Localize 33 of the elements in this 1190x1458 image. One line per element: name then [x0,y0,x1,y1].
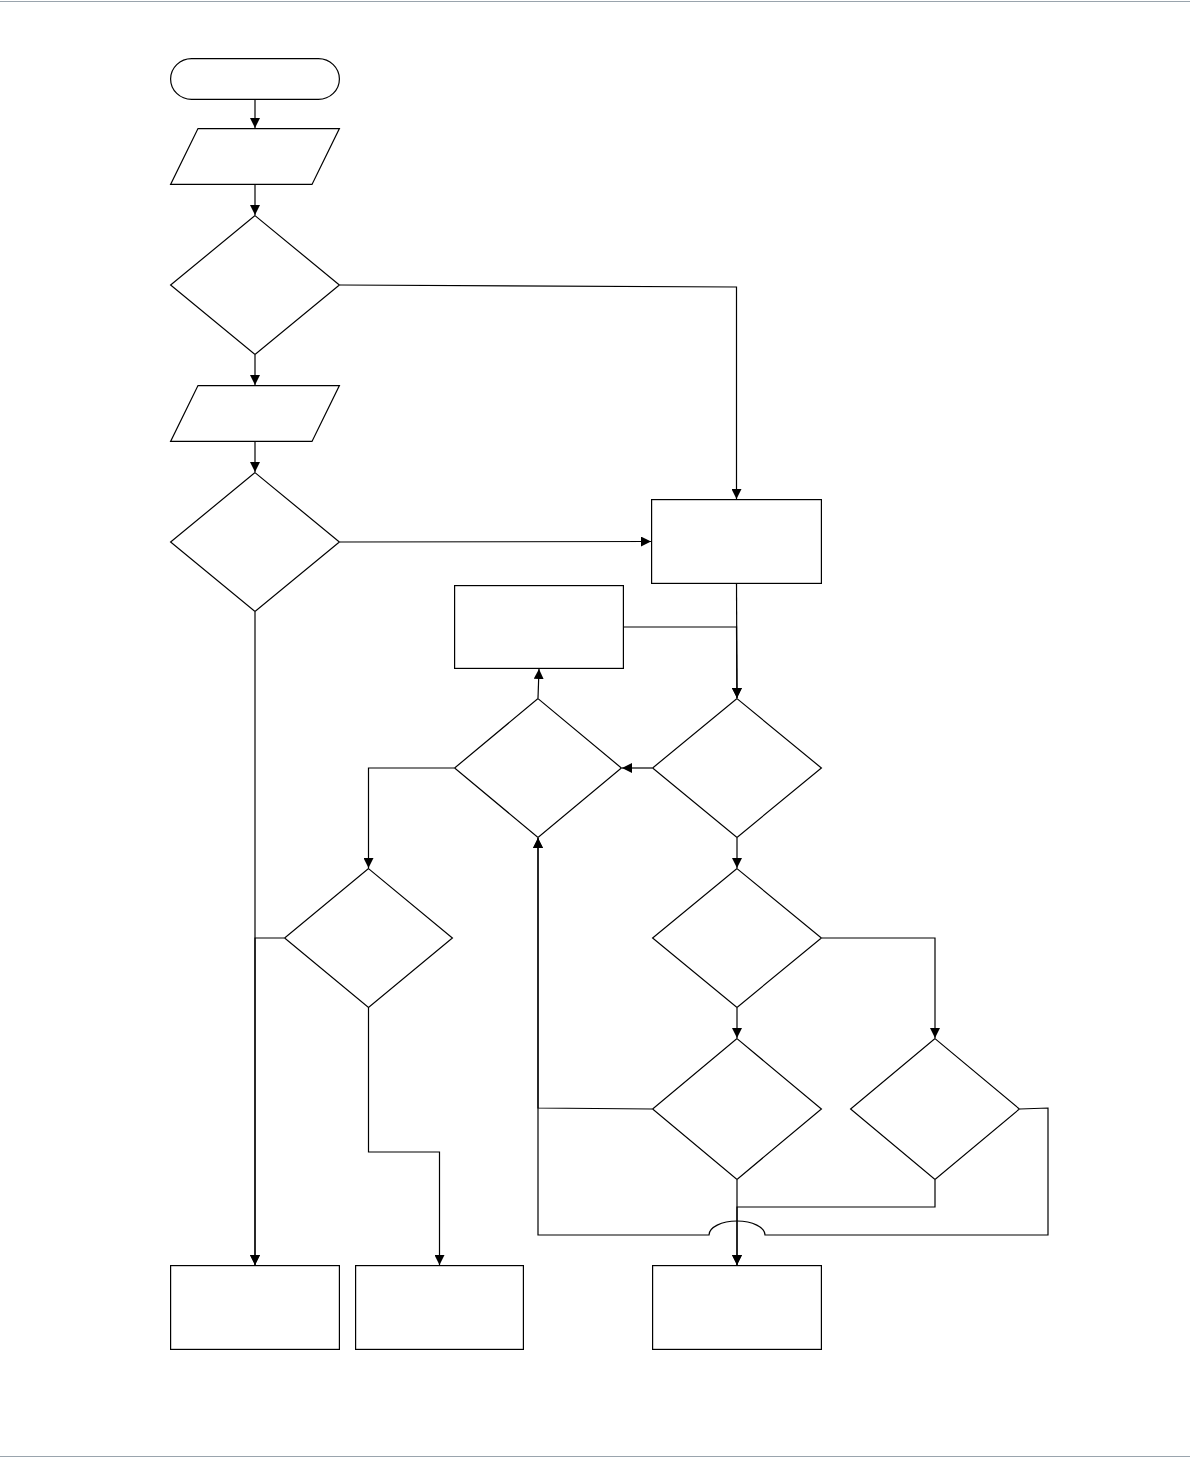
arrow [821,937,940,1039]
arrow [732,1007,742,1039]
decision-diamond [652,1038,822,1180]
decision-diamond [850,1038,1020,1180]
decision-diamond [652,698,822,838]
decision-diamond [454,698,622,838]
process-box [454,585,624,669]
arrow [732,1179,936,1266]
input-parallelogram [170,128,340,185]
process-box [355,1265,524,1350]
decision-diamond [284,868,453,1008]
arrow [621,763,653,773]
arrow [250,354,260,386]
arrow [732,837,742,869]
arrow [367,1007,445,1266]
arrow [533,837,1049,1236]
decision-diamond [652,868,822,1008]
arrow [363,767,455,869]
decision-diamond [170,472,340,612]
arrow [339,284,742,500]
arrow [623,626,742,699]
terminal-shape [170,58,340,100]
arrow [533,668,544,699]
input-parallelogram [170,385,340,442]
arrow [250,184,260,216]
arrow [250,99,260,129]
arrow [250,441,260,473]
arrow [250,937,285,1266]
decision-diamond [170,215,340,355]
process-box [651,499,822,584]
process-box [652,1265,822,1350]
arrow [339,536,652,547]
process-box [170,1265,340,1350]
